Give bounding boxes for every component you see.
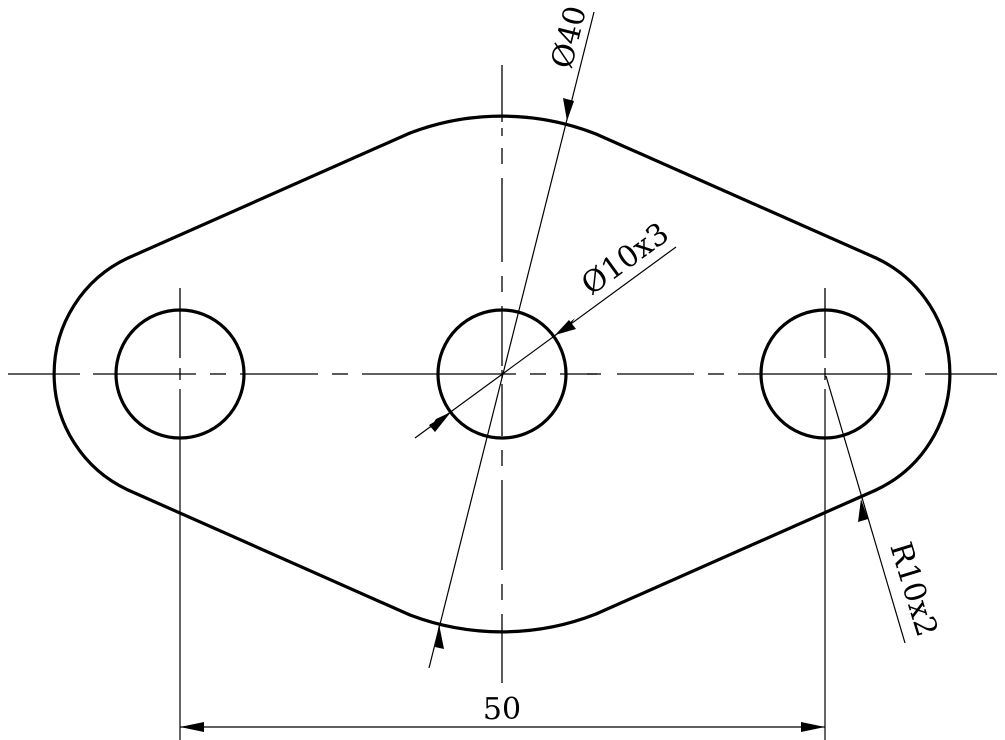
- arrowhead-icon: [555, 320, 576, 335]
- arrowhead-icon: [563, 98, 574, 121]
- arrowhead-icon: [801, 722, 825, 732]
- arrowhead-icon: [858, 499, 868, 522]
- part-outline: [52, 114, 952, 634]
- arrowhead-icon: [180, 722, 204, 732]
- hole-spacing-label: 50: [483, 692, 521, 727]
- hole-diameter-label: Ø10x3: [575, 216, 675, 302]
- hole-spacing-dimension: 50: [180, 692, 825, 732]
- arrowhead-icon: [429, 412, 451, 432]
- diameter-40-dimension: Ø40: [428, 3, 595, 669]
- arrowhead-icon: [435, 624, 444, 649]
- diameter-40-label: Ø40: [545, 3, 594, 72]
- end-radius-dimension: R10x2: [825, 375, 944, 644]
- end-radius-label: R10x2: [882, 538, 944, 641]
